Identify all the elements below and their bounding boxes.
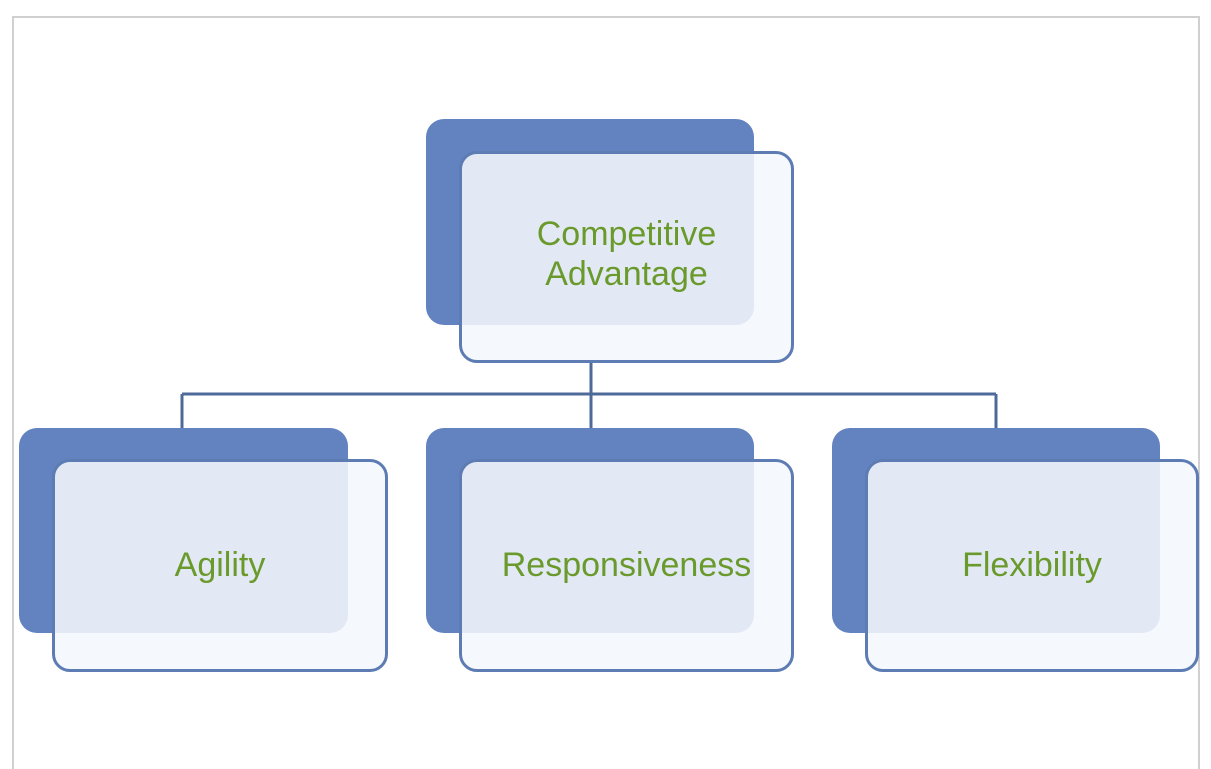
- root-node-box: [459, 151, 794, 363]
- root-node-label: Competitive Advantage: [459, 214, 794, 294]
- child-node-label: Responsiveness: [501, 546, 752, 584]
- child-node-box: [865, 459, 1199, 672]
- child-node-box: [459, 459, 794, 672]
- child-node-label: Flexibility: [962, 546, 1102, 584]
- root-label-line1: Competitive: [536, 215, 717, 253]
- root-label-line2: Advantage: [545, 255, 708, 293]
- frame-left-edge: [12, 16, 14, 769]
- child-node-box: [52, 459, 388, 672]
- child-node-label: Agility: [174, 546, 266, 584]
- connector-lines: [180, 362, 998, 428]
- frame-top-edge: [12, 16, 1200, 18]
- frame-right-edge: [1198, 16, 1200, 769]
